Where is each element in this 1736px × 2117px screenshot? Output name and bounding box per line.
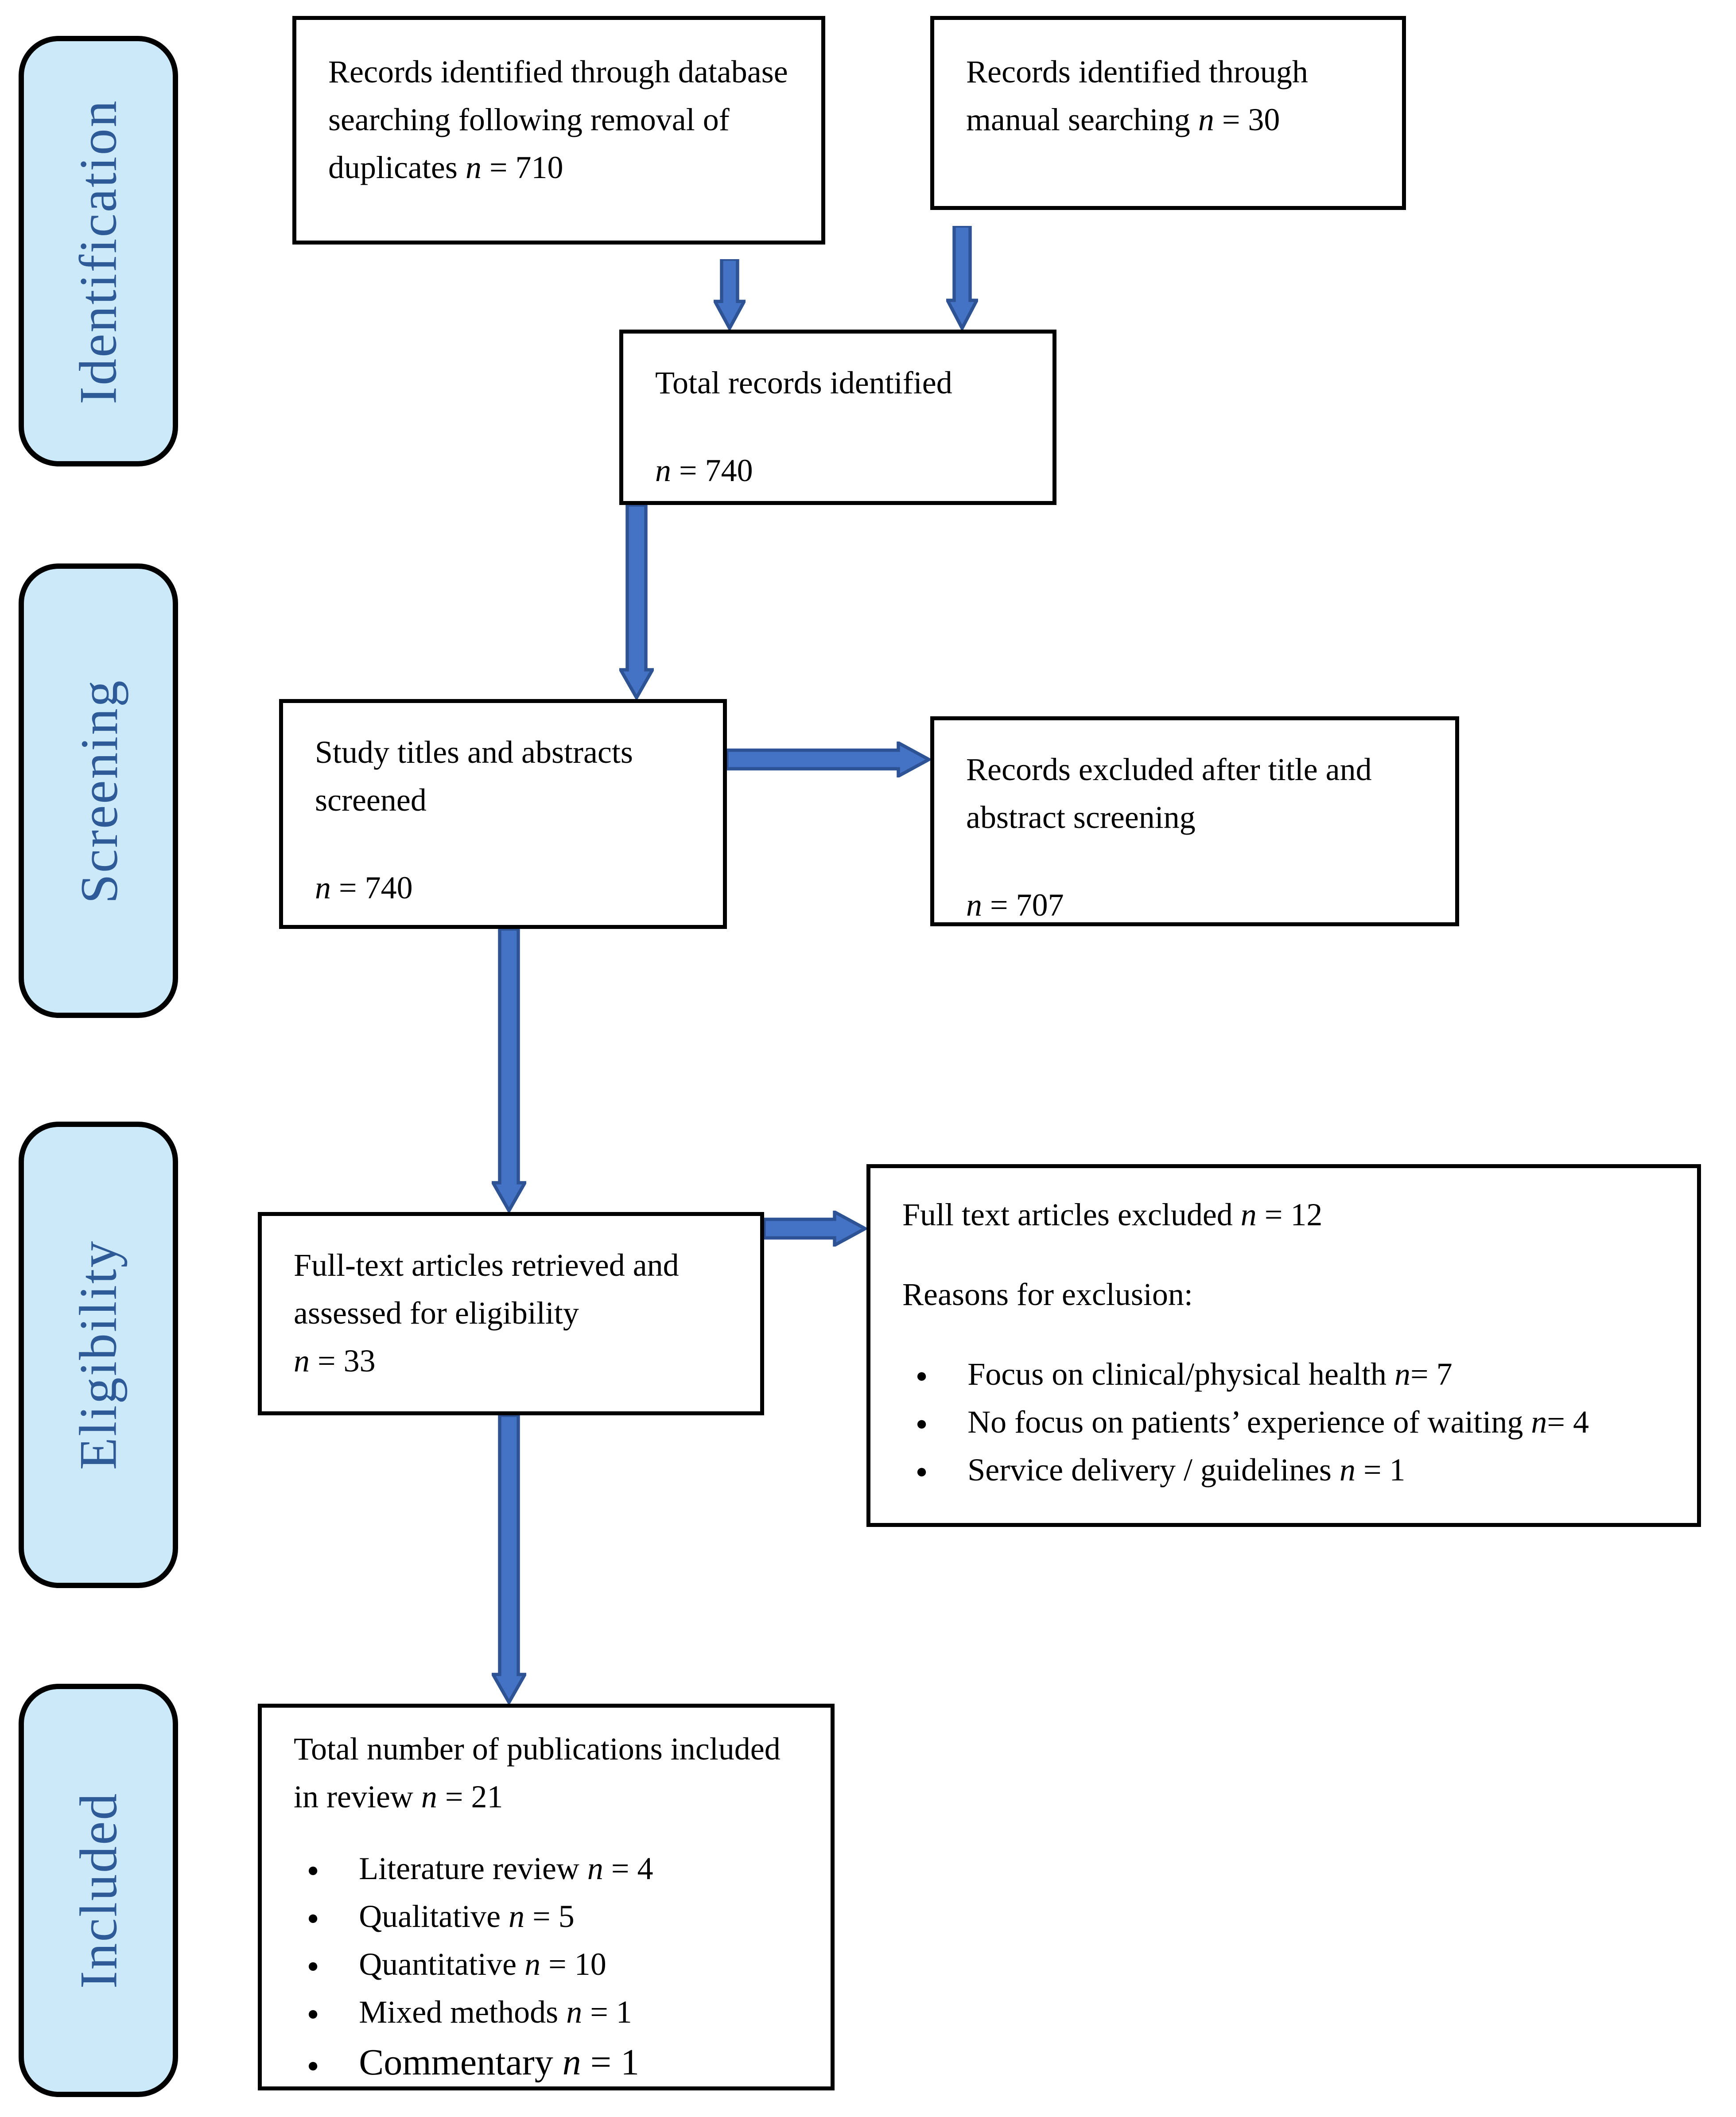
arrow-right-icon: [764, 1211, 866, 1247]
text-content: n = 740: [655, 454, 753, 489]
bullet-icon: ●: [916, 1366, 928, 1387]
stage-eligibility: Eligibility: [19, 1122, 178, 1588]
text-content: Focus on clinical/physical health n= 7: [967, 1358, 1452, 1393]
bullet-icon: ●: [307, 1956, 319, 1977]
bullet-item: ● Focus on clinical/physical health n= 7: [902, 1352, 1665, 1399]
text-content: Quantitative n = 10: [359, 1948, 606, 1983]
text-content: Study titles and abstracts screened: [315, 736, 633, 819]
box-text-line: Full text articles excluded n = 12: [902, 1192, 1665, 1240]
bullet-item: ● No focus on patients’ experience of wai…: [902, 1399, 1665, 1447]
bullet-icon: ●: [916, 1414, 928, 1435]
text-content: Qualitative n = 5: [359, 1900, 575, 1935]
text-content: Service delivery / guidelines n = 1: [967, 1454, 1406, 1488]
box-text-line: Reasons for exclusion:: [902, 1272, 1665, 1320]
text-content: Records excluded after title and abstrac…: [966, 754, 1372, 836]
text-content: Commentary n = 1: [359, 2043, 640, 2084]
box-records-database-search: Records identified through database sear…: [292, 16, 825, 245]
bullet-item: ● Quantitative n = 10: [294, 1942, 799, 1989]
bullet-icon: ●: [307, 1861, 319, 1882]
box-text-line: Study titles and abstracts screened: [315, 730, 702, 825]
text-content: Full-text articles retrieved and assesse…: [294, 1249, 679, 1332]
stage-identification: Identification: [19, 36, 178, 466]
box-text-line: n = 740: [655, 448, 1021, 496]
text-content: No focus on patients’ experience of wait…: [967, 1406, 1589, 1441]
box-text-line: Total number of publications included in…: [294, 1726, 799, 1822]
stage-eligibility-label: Eligibility: [68, 1239, 128, 1470]
text-content: Full text articles excluded n = 12: [902, 1199, 1323, 1233]
text-content: Records identified through database sear…: [328, 56, 788, 186]
arrow-right-icon: [727, 742, 930, 777]
bullet-item: ● Mixed methods n = 1: [294, 1989, 799, 2037]
text-content: n = 740: [315, 872, 413, 906]
bullet-item: ● Commentary n = 1: [294, 2037, 799, 2091]
text-content: n = 707: [966, 889, 1064, 924]
bullet-item: ● Service delivery / guidelines n = 1: [902, 1447, 1665, 1495]
box-text-line: n = 740: [315, 865, 702, 913]
box-text-line: Full-text articles retrieved and assesse…: [294, 1243, 728, 1338]
box-records-excluded: Records excluded after title and abstrac…: [930, 716, 1459, 926]
box-text-line: Records excluded after title and abstrac…: [966, 747, 1429, 843]
stage-identification-label: Identification: [68, 98, 128, 404]
stage-included-label: Included: [68, 1792, 128, 1989]
box-text-line: Total records identified: [655, 360, 1021, 408]
stage-screening: Screening: [19, 563, 178, 1018]
text-content: Reasons for exclusion:: [902, 1278, 1193, 1313]
text-content: Total records identified: [655, 367, 952, 401]
bullet-item: ● Qualitative n = 5: [294, 1894, 799, 1942]
arrow-down-icon: [492, 929, 526, 1212]
text-content: Records identified through manual search…: [966, 56, 1308, 138]
box-records-manual-search: Records identified through manual search…: [930, 16, 1406, 210]
box-total-records-identified: Total records identified n = 740: [619, 330, 1056, 505]
text-content: n = 33: [294, 1345, 376, 1379]
stage-included: Included: [19, 1684, 178, 2097]
bullet-icon: ●: [307, 2004, 319, 2025]
arrow-down-icon: [714, 259, 746, 330]
text-content: Total number of publications included in…: [294, 1733, 781, 1815]
bullet-icon: ●: [307, 1908, 319, 1930]
box-included-publications: Total number of publications included in…: [258, 1704, 835, 2090]
box-text-line: n = 707: [966, 882, 1429, 930]
box-fulltext-excluded: Full text articles excluded n = 12 Reason…: [866, 1164, 1701, 1527]
arrow-down-icon: [492, 1415, 526, 1704]
arrow-down-icon: [946, 226, 978, 330]
text-content: Literature review n = 4: [359, 1853, 653, 1887]
bullet-item: ● Literature review n = 4: [294, 1846, 799, 1894]
box-text-line: Records identified through database sear…: [328, 49, 789, 193]
text-content: Mixed methods n = 1: [359, 1996, 632, 2031]
box-text-line: Records identified through manual search…: [966, 49, 1370, 145]
box-fulltext-assessed: Full-text articles retrieved and assesse…: [258, 1212, 764, 1415]
box-titles-abstracts-screened: Study titles and abstracts screened n = 7…: [279, 699, 727, 929]
box-text-line: n = 33: [294, 1338, 728, 1386]
bullet-icon: ●: [916, 1462, 928, 1483]
arrow-down-icon: [619, 505, 654, 699]
bullet-icon: ●: [307, 2056, 319, 2077]
stage-screening-label: Screening: [68, 678, 128, 903]
